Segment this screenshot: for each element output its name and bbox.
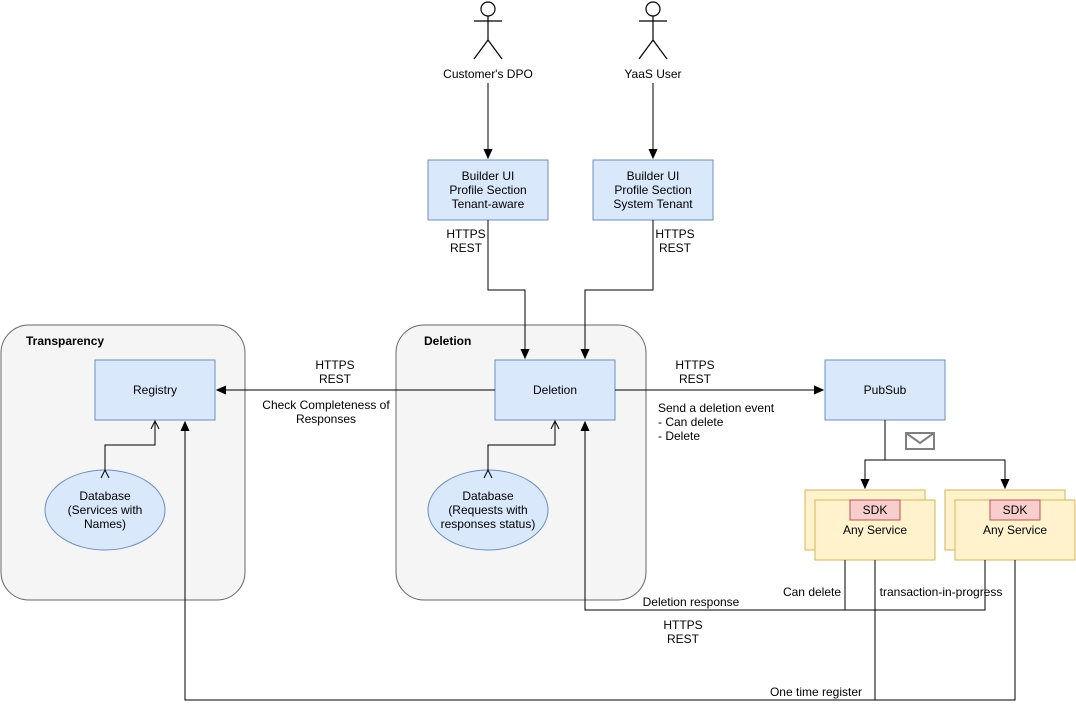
svg-text:SDK: SDK [1003, 503, 1028, 517]
svg-text:Profile Section: Profile Section [614, 183, 691, 197]
sdk-badge [989, 499, 1041, 521]
edge-label-https: HTTPS [655, 227, 694, 241]
edge-label-rest: REST [450, 241, 483, 255]
edge-label-send-event: - Can delete [658, 415, 724, 429]
edge-label-send-event: - Delete [658, 429, 700, 443]
edge-register-right [875, 560, 1016, 701]
deletion-database: Database (Requests with responses status… [427, 469, 549, 551]
svg-text:Registry: Registry [133, 383, 177, 397]
edge-deletion-db [488, 421, 555, 470]
edge-label-https: HTTPS [315, 358, 354, 372]
transparency-title: Transparency [26, 334, 104, 348]
person-icon [473, 1, 503, 60]
svg-text:(Services with: (Services with [68, 503, 143, 517]
yaas-user-label: YaaS User [624, 67, 681, 81]
builder-ui-tenant-box: Builder UI Profile Section Tenant-aware [427, 159, 549, 221]
person-icon [638, 1, 668, 60]
edge-label-rest: REST [667, 632, 700, 646]
registry-database: Database (Services with Names) [44, 469, 166, 551]
svg-text:Deletion: Deletion [533, 383, 577, 397]
edge-deletion-response [585, 422, 846, 611]
edge-label-check-completeness: Check Completeness of [262, 398, 390, 412]
svg-text:Builder UI: Builder UI [462, 169, 515, 183]
customer-dpo-actor: Customer's DPO [443, 1, 533, 81]
envelope-icon [905, 432, 935, 450]
any-service-stack-right: SDK Any Service [944, 489, 1076, 561]
svg-text:System Tenant: System Tenant [613, 197, 693, 211]
svg-text:Profile Section: Profile Section [449, 183, 526, 197]
edge-label-can-delete: Can delete [783, 585, 841, 599]
edge-label-check-completeness: Responses [296, 412, 356, 426]
svg-text:SDK: SDK [863, 503, 888, 517]
svg-text:Builder UI: Builder UI [627, 169, 680, 183]
svg-text:PubSub: PubSub [864, 383, 907, 397]
svg-text:responses status): responses status) [441, 517, 536, 531]
edge-registry-db [105, 421, 155, 470]
edge-label-https: HTTPS [446, 227, 485, 241]
edge-builder-system-to-deletion [585, 220, 654, 358]
svg-text:Tenant-aware: Tenant-aware [452, 197, 525, 211]
edge-label-deletion-response: Deletion response [643, 595, 740, 609]
edge-label-transaction: transaction-in-progress [880, 585, 1003, 599]
edge-label-rest: REST [319, 372, 352, 386]
edge-label-https: HTTPS [663, 618, 702, 632]
deletion-container-title: Deletion [424, 334, 471, 348]
sdk-badge [849, 499, 901, 521]
deletion-box: Deletion [494, 359, 616, 421]
edge-transaction-in-progress [845, 560, 986, 611]
edge-label-one-time-register: One time register [770, 685, 862, 699]
svg-text:Database: Database [79, 489, 131, 503]
edge-builder-tenant-to-deletion [487, 220, 525, 358]
edge-label-https: HTTPS [675, 358, 714, 372]
svg-text:Database: Database [462, 489, 514, 503]
edge-one-time-register [185, 422, 876, 701]
svg-text:Any Service: Any Service [843, 523, 907, 537]
edge-label-send-event: Send a deletion event [658, 401, 775, 415]
registry-box: Registry [94, 359, 216, 421]
builder-ui-system-box: Builder UI Profile Section System Tenant [592, 159, 714, 221]
svg-text:Names): Names) [84, 517, 126, 531]
yaas-user-actor: YaaS User [624, 1, 682, 81]
pubsub-box: PubSub [824, 359, 946, 421]
edge-label-rest: REST [659, 241, 692, 255]
svg-text:Any Service: Any Service [983, 523, 1047, 537]
svg-text:(Requests with: (Requests with [448, 503, 527, 517]
edge-pubsub-to-service-left [865, 420, 886, 488]
edge-pubsub-to-service-right [885, 459, 1005, 488]
customer-dpo-label: Customer's DPO [443, 67, 533, 81]
edge-label-rest: REST [679, 372, 712, 386]
any-service-stack-left: SDK Any Service [804, 489, 936, 561]
